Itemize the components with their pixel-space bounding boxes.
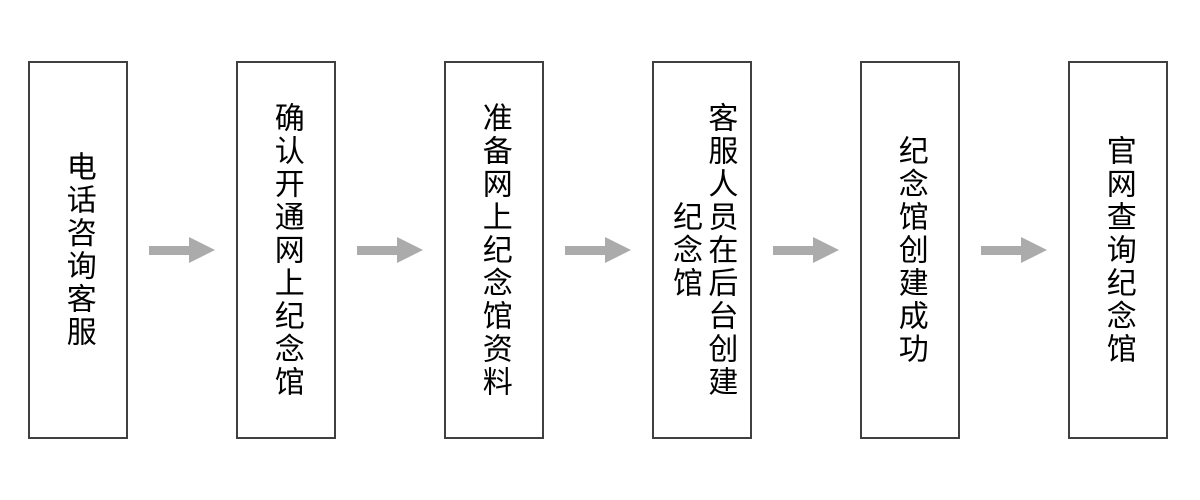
arrow-head xyxy=(189,237,215,263)
arrow-right-icon xyxy=(981,237,1047,263)
arrow-head xyxy=(813,237,839,263)
process-node-step-3[interactable]: 准备网上纪念馆资料 xyxy=(444,61,544,439)
process-node-label: 官网查询纪念馆 xyxy=(1100,134,1136,366)
arrow-right-icon xyxy=(149,237,215,263)
connector-arrow-4 xyxy=(752,61,860,439)
connector-arrow-2 xyxy=(336,61,444,439)
arrow-shaft xyxy=(357,246,397,255)
arrow-shaft xyxy=(565,246,605,255)
arrow-right-icon xyxy=(357,237,423,263)
arrow-shaft xyxy=(149,246,189,255)
connector-arrow-5 xyxy=(960,61,1068,439)
process-node-step-5[interactable]: 纪念馆创建成功 xyxy=(860,61,960,439)
process-node-step-4[interactable]: 客服人员在后台创建纪念馆 xyxy=(652,61,752,439)
arrow-head xyxy=(1021,237,1047,263)
process-node-step-1[interactable]: 电话咨询客服 xyxy=(28,61,128,439)
arrow-head xyxy=(605,237,631,263)
arrow-right-icon xyxy=(565,237,631,263)
process-node-label: 电话咨询客服 xyxy=(60,151,96,349)
arrow-shaft xyxy=(981,246,1021,255)
arrow-shaft xyxy=(773,246,813,255)
process-node-label: 准备网上纪念馆资料 xyxy=(476,101,512,399)
process-node-step-6[interactable]: 官网查询纪念馆 xyxy=(1068,61,1168,439)
process-node-label: 纪念馆创建成功 xyxy=(892,134,928,366)
process-node-label: 确认开通网上纪念馆 xyxy=(268,101,304,399)
process-node-step-2[interactable]: 确认开通网上纪念馆 xyxy=(236,61,336,439)
arrow-head xyxy=(397,237,423,263)
connector-arrow-3 xyxy=(544,61,652,439)
process-node-label: 客服人员在后台创建纪念馆 xyxy=(667,101,738,399)
arrow-right-icon xyxy=(773,237,839,263)
connector-arrow-1 xyxy=(128,61,236,439)
